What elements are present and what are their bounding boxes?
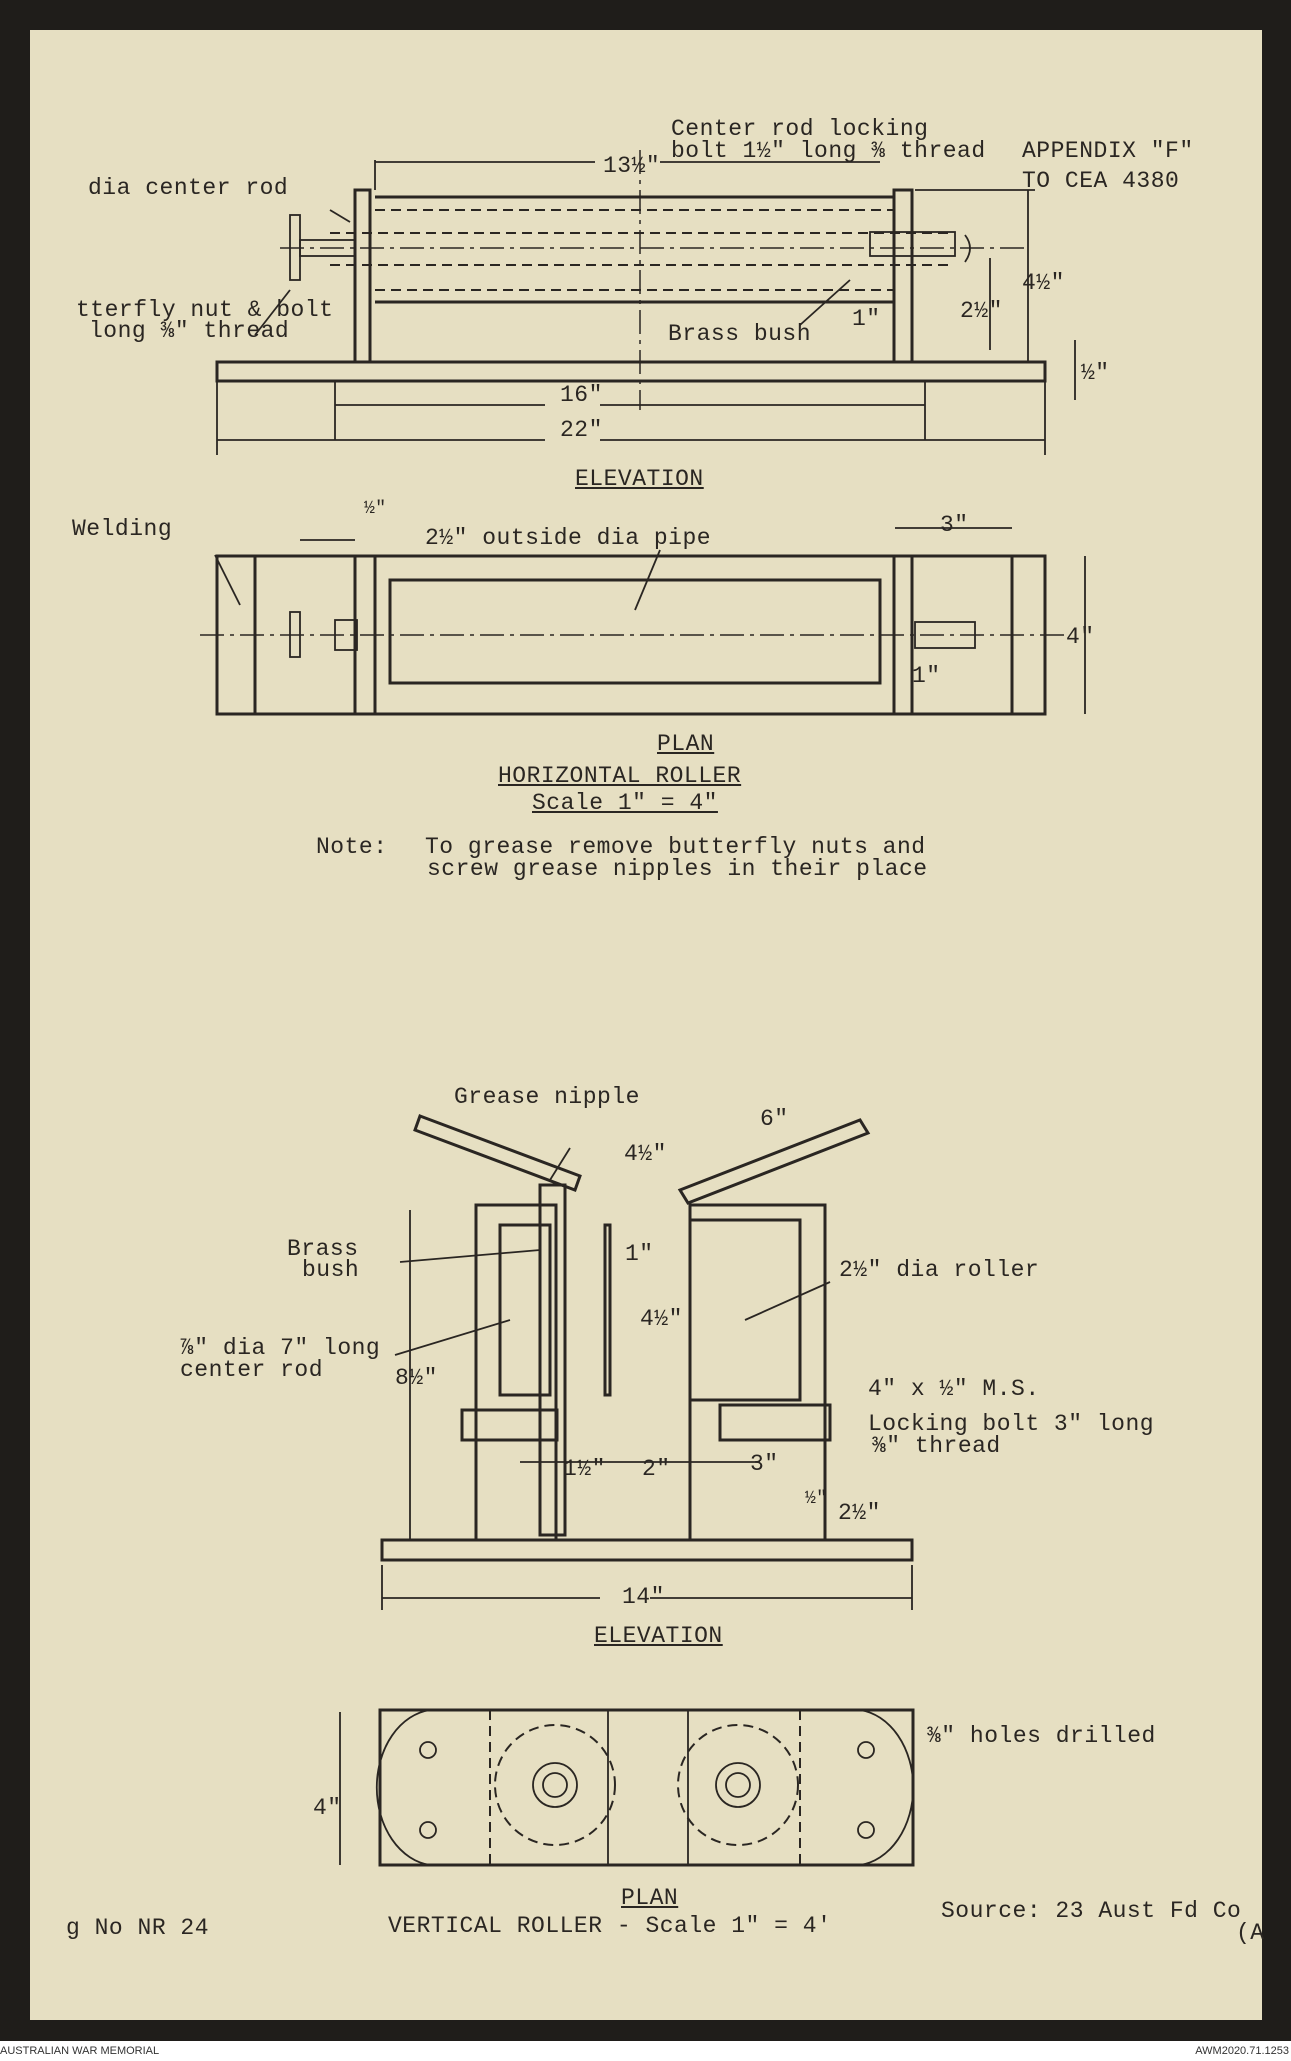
grease-nipple-label: Grease nipple [454,1084,640,1110]
vertical-plan-title: PLAN [621,1885,679,1911]
dim-bush: 1" [852,306,881,332]
horizontal-scale: Scale 1" = 4" [532,790,718,816]
rod-label: ⅞" dia 7" long [180,1335,381,1361]
institution-label: AUSTRALIAN WAR MEMORIAL [0,2045,160,2057]
horizontal-roller-elevation [215,150,1076,455]
reference-label: TO CEA 4380 [1022,168,1180,194]
center-rod-label: dia center rod [88,175,289,201]
archive-strip [0,2041,1291,2061]
holes-label: ⅜" holes drilled [927,1723,1156,1749]
dim-arm: 6" [760,1106,789,1132]
bush-label: bush [302,1257,360,1283]
dim-roller-height: 4½" [640,1306,683,1332]
appendix-label: APPENDIX "F" [1022,138,1194,164]
vertical-caption: VERTICAL ROLLER - Scale 1" = 4' [388,1913,832,1939]
note-line-1: To grease remove butterfly nuts and [425,834,926,860]
accession-number: AWM2020.71.1253 [1195,2045,1289,2057]
dim-width: 4" [1066,624,1095,650]
source-label: Source: 23 Aust Fd Co [941,1898,1242,1924]
locking-label-2: ⅜" thread [872,1433,1001,1459]
roller-label: 2½" dia roller [839,1257,1040,1283]
ms-label: 4" x ½" M.S. [868,1376,1040,1402]
horizontal-roller-plan [200,527,1086,716]
vertical-elevation-title: ELEVATION [594,1623,723,1649]
locking-label: Locking bolt 3" long [868,1411,1155,1437]
dim-inner-span: 16" [560,382,603,408]
right-upright [892,188,914,362]
note-label: Note: [316,834,388,860]
base-plate [215,360,1047,383]
horizontal-roller-title: HORIZONTAL ROLLER [498,763,742,789]
dim-gap-top: 4½" [624,1141,667,1167]
dim-overall-height: 8½" [395,1365,438,1391]
dim-plan-bush: 1" [912,663,941,689]
locking-bolt-label: Center rod locking [671,116,929,142]
welding-label: Welding [72,516,173,542]
butterfly-label-2: long ⅜" thread [89,318,290,344]
locking-bolt-label-2: bolt 1½" long ⅜ thread [671,138,986,164]
dim-base-length: 22" [560,417,603,443]
dim-top: 1" [625,1241,654,1267]
dim-tube-length: 13½" [603,153,661,179]
dim-base: 14" [622,1584,665,1610]
dim-upright-height: 4½" [1022,270,1065,296]
elevation-title: ELEVATION [575,466,704,492]
note-line-2: screw grease nipples in their place [427,856,928,882]
drawing-number: g No NR 24 [66,1915,210,1941]
dim-d4: ½" [805,1489,828,1509]
dim-end-gap: 3" [940,512,969,538]
dim-base-thickness: ½" [1081,360,1110,386]
plan-title: PLAN [657,731,715,757]
vertical-roller-plan [339,1708,915,1867]
butterfly-label: tterfly nut & bolt [76,297,334,323]
dim-plan-width: 4" [313,1795,342,1821]
dim-plate: ½" [364,499,387,519]
source-continued: (A [1236,1920,1265,1946]
brass-bush-label: Brass bush [668,321,812,347]
left-upright [353,188,372,362]
brass-label: Brass [287,1236,359,1262]
dim-d3: 3" [750,1451,779,1477]
rod-label-2: center rod [180,1357,324,1383]
dim-axle-height: 2½" [960,298,1003,324]
pipe-label: 2½" outside dia pipe [425,525,712,551]
vertical-roller-elevation [380,1114,914,1610]
dim-d2: 2" [642,1456,671,1482]
dim-d5: 2½" [838,1500,881,1526]
dim-d1: 1½" [563,1456,606,1482]
